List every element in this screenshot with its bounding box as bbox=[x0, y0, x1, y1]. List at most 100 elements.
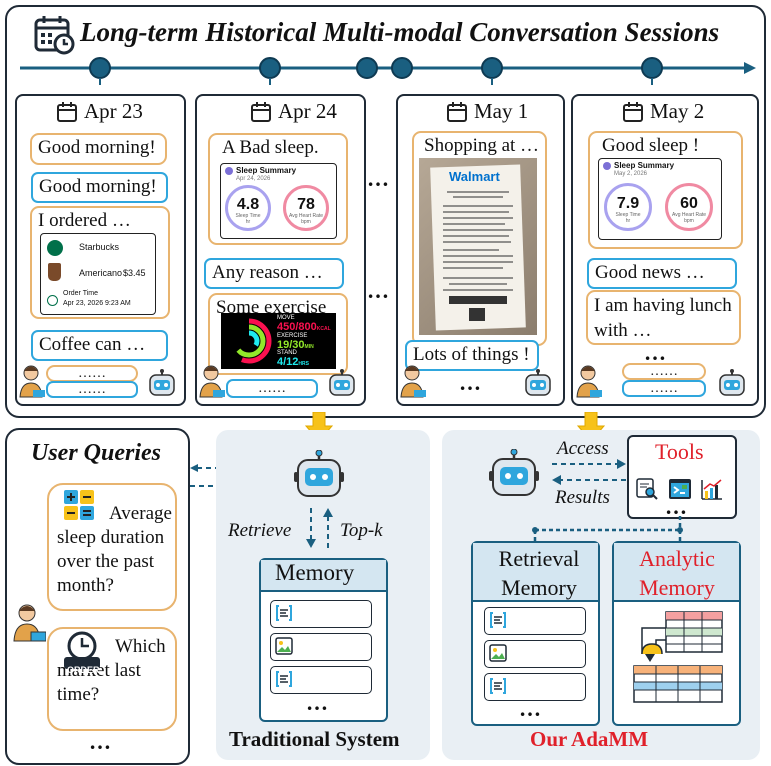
robot-icon bbox=[719, 369, 745, 396]
receipt-order-time: Apr 23, 2026 9:23 AM bbox=[63, 300, 131, 307]
walmart-receipt-image: Walmart bbox=[419, 158, 537, 335]
search-doc-icon bbox=[636, 478, 658, 500]
calculator-icon bbox=[63, 489, 95, 521]
memory-entry bbox=[484, 607, 586, 635]
message-bubble: Good morning! bbox=[31, 172, 168, 203]
message-text: Good sleep ! bbox=[602, 135, 700, 156]
queries-title: User Queries bbox=[31, 440, 161, 466]
receipt-store: Starbucks bbox=[79, 242, 120, 252]
starbucks-logo-icon bbox=[47, 240, 63, 256]
activity-rings-image: MOVE 450/800KCAL EXERCISE 19/30MIN STAND… bbox=[221, 313, 336, 369]
user-avatar-icon bbox=[199, 365, 225, 398]
memory-header bbox=[261, 560, 386, 592]
memory-entry bbox=[484, 640, 586, 668]
header-title: Long-term Historical Multi-modal Convers… bbox=[80, 17, 720, 47]
user-avatar-icon bbox=[19, 365, 45, 398]
session-date: May 2 bbox=[622, 99, 704, 124]
analytic-memory-header bbox=[614, 543, 739, 602]
retrieve-arrows bbox=[306, 508, 333, 548]
text-doc-icon bbox=[490, 678, 506, 694]
calendar-clock-icon bbox=[34, 16, 75, 55]
memory-entry bbox=[270, 633, 372, 661]
tools-box bbox=[627, 435, 737, 519]
memory-title: Memory bbox=[275, 560, 355, 585]
image-icon bbox=[275, 637, 293, 655]
sleep-summary-image: Sleep Summary Apr 24, 2026 4.8 Sleep Tim… bbox=[220, 163, 337, 239]
stand-value: 4/12HRS bbox=[277, 356, 309, 368]
heart-rate-ring: 60 Avg Heart Rate bpm bbox=[665, 183, 713, 231]
sleep-date: Apr 24, 2026 bbox=[236, 176, 271, 182]
memory-entry bbox=[270, 600, 372, 628]
sleep-summary-image: Sleep Summary May 2, 2026 7.9 Sleep Time… bbox=[598, 158, 722, 240]
sleep-title: Sleep Summary bbox=[614, 161, 675, 170]
coffee-cup-icon bbox=[48, 263, 61, 281]
message-text: A Bad sleep. bbox=[222, 137, 319, 158]
move-value: 450/800KCAL bbox=[277, 321, 331, 333]
session-date: May 1 bbox=[446, 99, 528, 124]
sleep-time-value: 7.9 bbox=[616, 195, 640, 212]
query-text: Average sleep duration over the past mon… bbox=[57, 503, 172, 596]
user-avatar-icon bbox=[576, 365, 602, 398]
message-bubble: …… bbox=[46, 381, 138, 398]
robot-icon bbox=[149, 369, 175, 396]
terminal-icon bbox=[669, 479, 691, 499]
message-bubble: …… bbox=[622, 363, 706, 380]
sleep-time-label: Sleep Time bbox=[235, 213, 261, 219]
move-label: MOVE bbox=[277, 315, 295, 321]
more-dots: … bbox=[519, 696, 542, 721]
message-bubble: Any reason … bbox=[204, 258, 344, 289]
session-date: Apr 23 bbox=[56, 99, 143, 124]
topk-label: Top-k bbox=[340, 520, 383, 541]
more-dots: … bbox=[89, 729, 112, 754]
memory-entry bbox=[484, 673, 586, 701]
heart-rate-value: 60 bbox=[680, 195, 698, 212]
sleep-time-ring: 4.8 Sleep Time hr bbox=[225, 185, 271, 231]
message-bubble: Good news … bbox=[587, 258, 737, 289]
receipt-price: $3.45 bbox=[123, 268, 146, 278]
heart-rate-value: 78 bbox=[297, 196, 315, 213]
chart-icon bbox=[701, 479, 722, 500]
order-clock-icon: ORDER bbox=[63, 631, 101, 675]
message-bubble: Coffee can … bbox=[31, 330, 168, 361]
calendar-icon bbox=[251, 101, 271, 122]
calendar-icon bbox=[447, 101, 467, 122]
sleep-time-unit: hr bbox=[245, 219, 251, 225]
moon-icon bbox=[603, 162, 611, 170]
sleep-title: Sleep Summary bbox=[236, 166, 297, 175]
text-doc-icon bbox=[490, 612, 506, 628]
access-label: Access bbox=[557, 438, 609, 459]
robot-icon bbox=[294, 450, 344, 497]
sleep-date: May 2, 2026 bbox=[614, 171, 648, 177]
access-results-arrows bbox=[552, 459, 626, 485]
store-logo: Walmart bbox=[449, 169, 500, 184]
timeline bbox=[20, 57, 756, 85]
database-tables-icon bbox=[633, 611, 723, 703]
traditional-caption: Traditional System bbox=[229, 727, 400, 751]
text-doc-icon bbox=[276, 605, 292, 621]
query-text: Which market last time? bbox=[57, 636, 166, 705]
starbucks-receipt-image: Starbucks Americano $3.45 Order Time Apr… bbox=[40, 233, 156, 315]
message-text: Shopping at … bbox=[424, 135, 540, 156]
robot-icon bbox=[329, 369, 355, 396]
message-bubble: …… bbox=[226, 379, 318, 398]
query-bubble: Average sleep duration over the past mon… bbox=[47, 483, 177, 611]
message-bubble: …… bbox=[46, 365, 138, 382]
user-avatar-icon bbox=[13, 604, 46, 642]
message-bubble: Good morning! bbox=[30, 133, 167, 165]
heart-rate-label: Avg Heart Rate bbox=[288, 213, 324, 219]
analytic-memory-title: Analytic Memory bbox=[639, 546, 715, 600]
message-bubble: …… bbox=[622, 380, 706, 397]
sleep-time-unit: hr bbox=[625, 218, 631, 224]
query-bubble: ORDER Which market last time? bbox=[47, 627, 177, 731]
moon-icon bbox=[225, 167, 233, 175]
memory-entry bbox=[270, 666, 372, 694]
results-label: Results bbox=[555, 487, 610, 508]
receipt-order-label: Order Time bbox=[63, 290, 99, 297]
tools-title: Tools bbox=[655, 439, 704, 464]
clock-icon bbox=[47, 295, 58, 306]
session-date: Apr 24 bbox=[250, 99, 337, 124]
exercise-label: EXERCISE bbox=[277, 333, 308, 339]
stand-label: STAND bbox=[277, 350, 297, 356]
robot-icon bbox=[525, 369, 551, 396]
message-text: Some exercise bbox=[216, 297, 327, 318]
